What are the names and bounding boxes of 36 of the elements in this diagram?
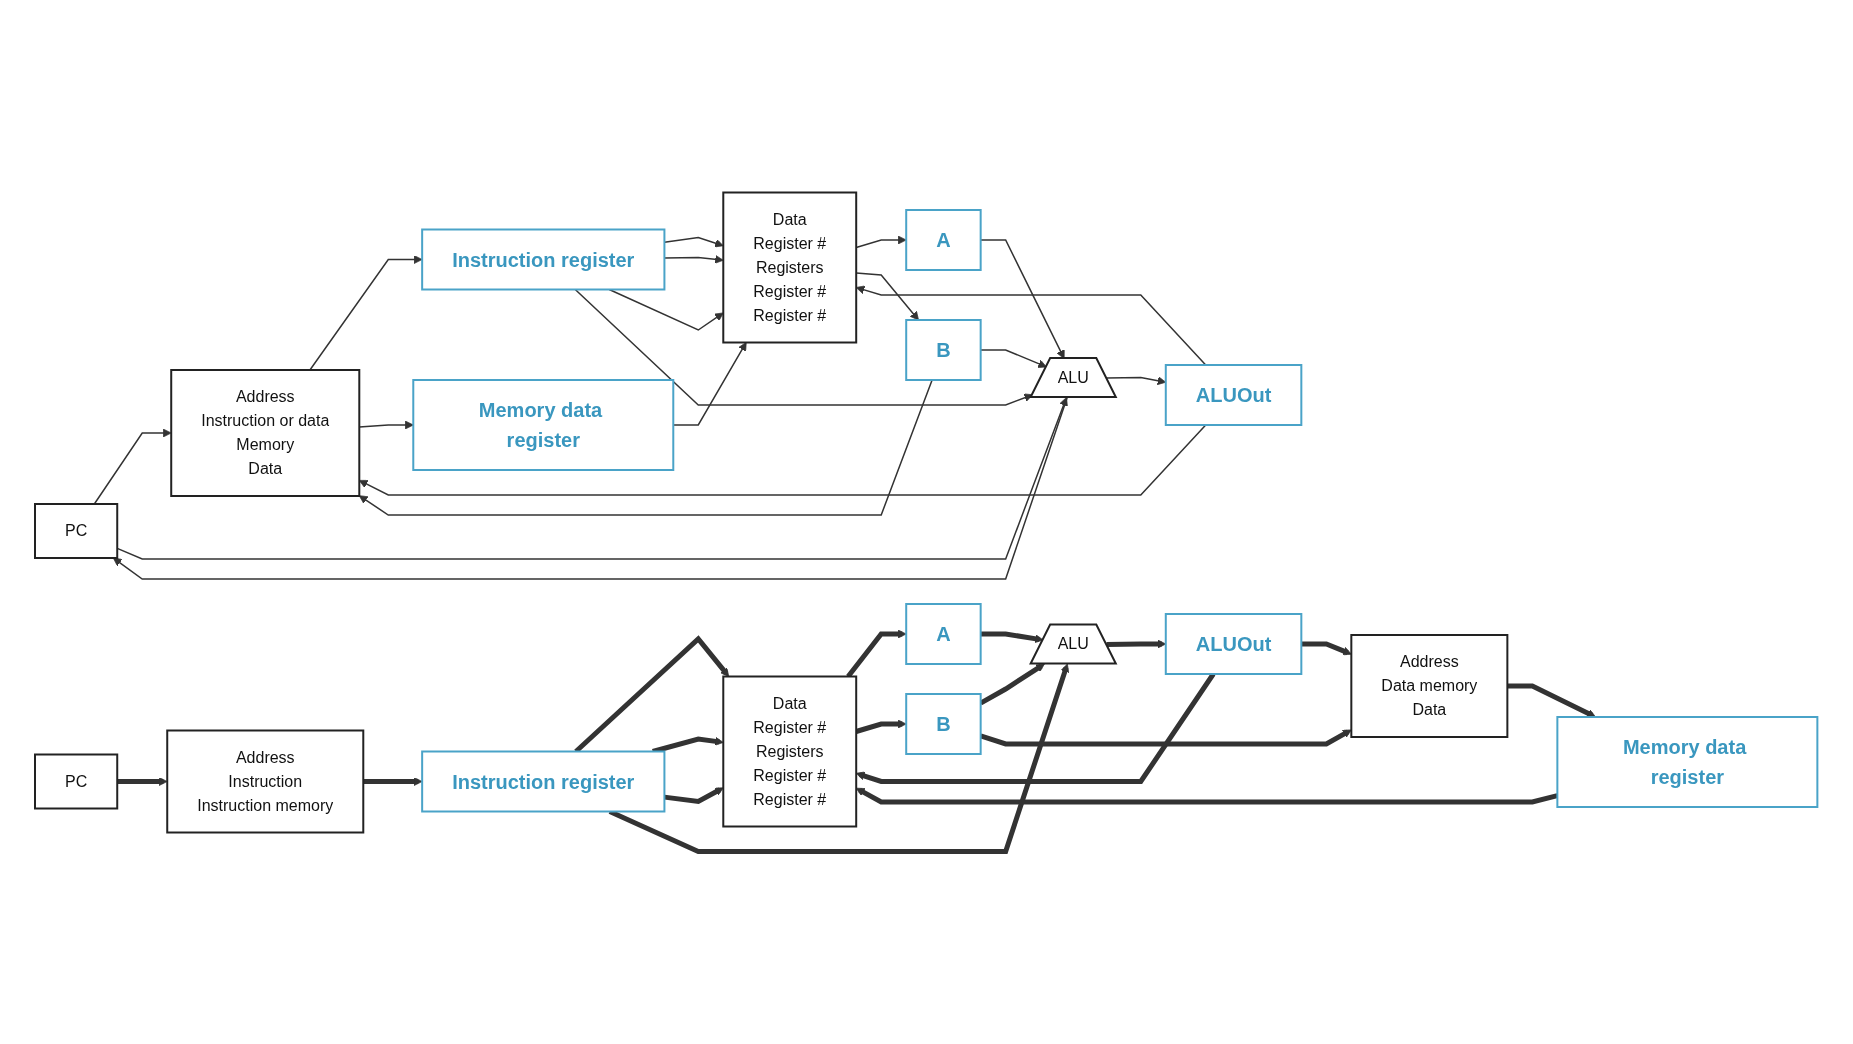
node-box: Memory data register (1556, 716, 1819, 808)
node-box: Address Instruction or data Memory Data (170, 369, 361, 497)
node-box: PC (34, 753, 119, 810)
arrow (664, 255, 724, 264)
node-box: Data Register # Registers Register # Register # (722, 675, 858, 828)
arrow (664, 787, 724, 805)
arrow (1507, 683, 1597, 718)
node-box: A (905, 209, 982, 271)
node-box: B (905, 693, 982, 755)
arrow (609, 663, 1070, 854)
arrow (980, 349, 1048, 368)
node-box: ALUOut (1165, 613, 1303, 675)
arrow (980, 631, 1044, 644)
node-box: Instruction register (421, 228, 666, 291)
node-box: A (905, 603, 982, 665)
arrow (856, 285, 1207, 366)
arrow (359, 379, 934, 516)
arrow (363, 777, 423, 786)
arrow (93, 428, 172, 505)
node-box: B (905, 319, 982, 381)
arrow (664, 236, 724, 248)
arrow (1106, 376, 1167, 386)
arrow (117, 777, 168, 786)
node-box: Address Instruction Instruction memory (166, 729, 365, 834)
node-box: Instruction register (421, 750, 666, 813)
node-box: PC (34, 503, 119, 559)
arrow (652, 736, 724, 754)
node-box: Data Register # Registers Register # Register # (722, 191, 858, 344)
node-box: Address Data memory Data (1350, 634, 1509, 738)
arrow (359, 424, 1207, 496)
arrow (574, 635, 730, 754)
arrow (1106, 639, 1167, 649)
node-box: Memory data register (412, 379, 675, 471)
arrow (309, 255, 423, 371)
arrow (980, 239, 1065, 359)
node-box: ALUOut (1165, 364, 1303, 426)
